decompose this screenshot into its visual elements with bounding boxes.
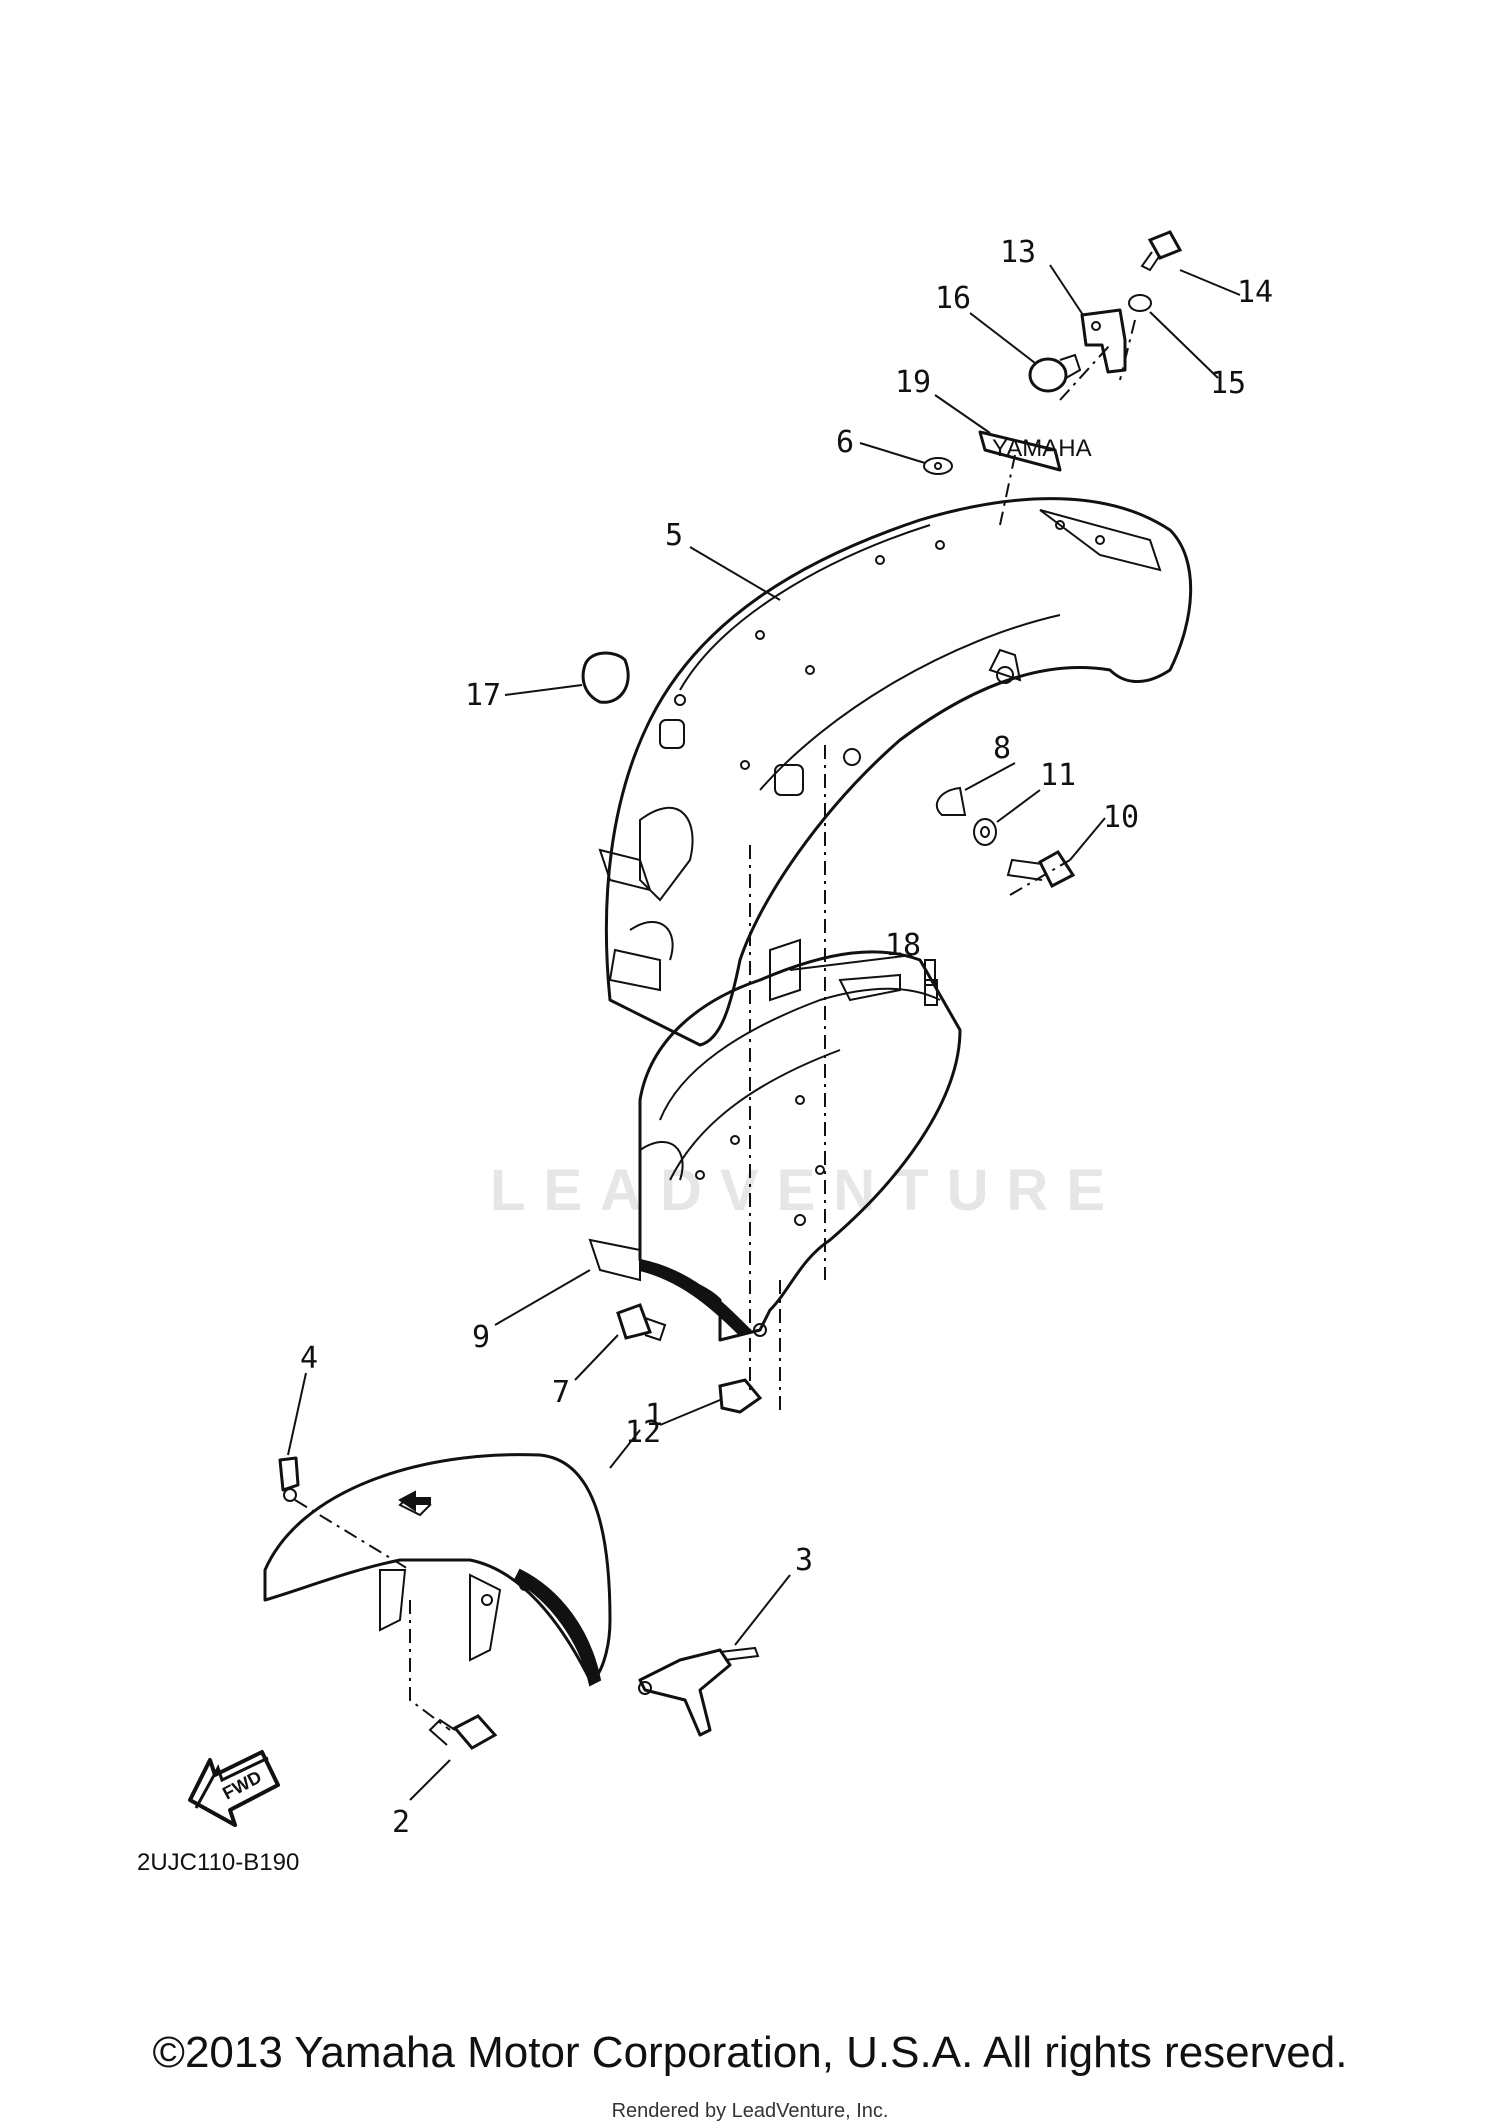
rendered-by-notice: Rendered by LeadVenture, Inc. (611, 2100, 889, 2122)
callout-13: 13 (1000, 235, 1036, 270)
callout-11: 11 (1040, 758, 1076, 793)
svg-text:YAMAHA: YAMAHA (992, 435, 1092, 462)
cap-16 (1028, 353, 1082, 393)
callout-5: 5 (665, 518, 683, 553)
callout-16: 16 (935, 281, 971, 316)
callout-9: 9 (472, 1320, 490, 1355)
washer-6 (923, 457, 953, 475)
inner-fender (588, 950, 962, 1342)
bracket-3 (638, 1646, 760, 1737)
bracket-13 (1080, 308, 1127, 374)
rear-fender (598, 497, 1193, 1047)
callout-4: 4 (300, 1341, 318, 1376)
decal-19 (978, 430, 1062, 472)
callout-1: 1 (645, 1398, 663, 1433)
callout-12: 12 (625, 1415, 661, 1450)
callout-8: 8 (993, 731, 1011, 766)
fwd-arrow-icon: FWD (188, 1750, 280, 1827)
nut-12 (718, 1378, 763, 1414)
clip-4 (278, 1456, 300, 1502)
callout-15: 15 (1210, 366, 1246, 401)
watermark: LEADVENTURE (490, 1158, 1123, 1223)
callout-10: 10 (1103, 800, 1139, 835)
clip-nut-8 (935, 786, 967, 816)
copyright-notice: ©2013 Yamaha Motor Corporation, U.S.A. A… (152, 2028, 1348, 2077)
bolt-2 (428, 1714, 498, 1750)
callout-7: 7 (552, 1375, 570, 1410)
washer-15 (1128, 294, 1152, 312)
front-fender (263, 1453, 612, 1687)
washer-11 (973, 818, 997, 846)
callout-18: 18 (885, 928, 921, 963)
callout-6: 6 (836, 425, 854, 460)
bolt-10 (1006, 850, 1076, 889)
callout-2: 2 (392, 1805, 410, 1840)
grommet-17 (581, 651, 630, 704)
callout-17: 17 (465, 678, 501, 713)
callout-19: 19 (895, 365, 931, 400)
screw-14 (1140, 230, 1183, 272)
bolt-7 (616, 1303, 667, 1342)
callout-3: 3 (795, 1543, 813, 1578)
callout-14: 14 (1237, 275, 1273, 310)
diagram-code: 2UJC110-B190 (137, 1849, 299, 1876)
label-18 (769, 938, 801, 1002)
